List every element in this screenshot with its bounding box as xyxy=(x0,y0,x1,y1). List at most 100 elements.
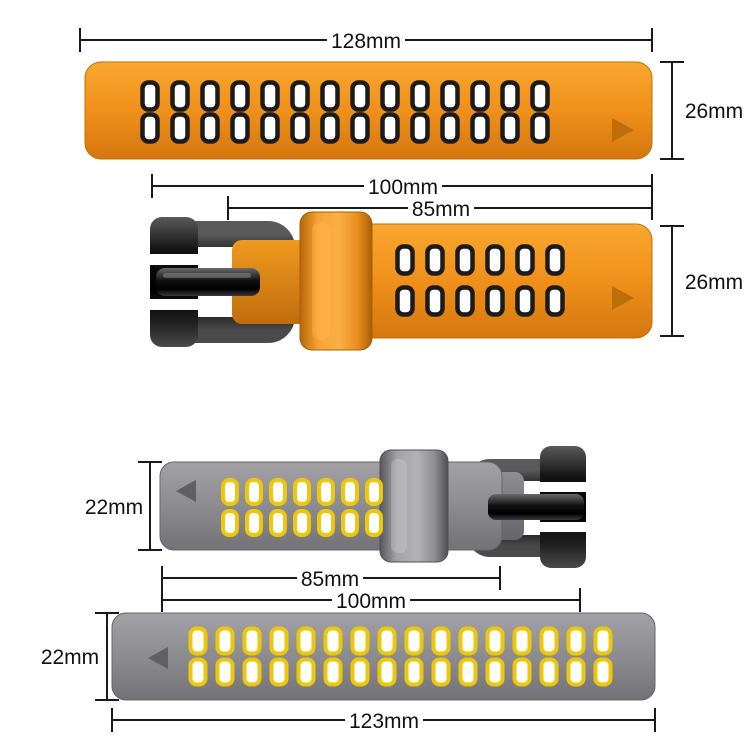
strap-hole xyxy=(260,80,280,112)
dim-strap2-height: 26mm xyxy=(660,225,743,337)
section-orange-long-strap: 128mm 26mm xyxy=(79,27,743,160)
buckle-prong xyxy=(156,268,260,296)
strap2-tail-through-buckle xyxy=(232,240,318,324)
dim-strap2-outer-width: 100mm xyxy=(151,173,653,199)
dim-label-strap4-width: 123mm xyxy=(349,710,419,733)
strap-hole xyxy=(320,80,340,112)
strap-hole xyxy=(566,626,586,656)
strap-hole xyxy=(485,285,505,317)
strap-hole xyxy=(425,285,445,317)
strap-hole xyxy=(545,285,565,317)
strap-hole xyxy=(440,112,460,144)
dim-label-strap3-height: 22mm xyxy=(85,496,143,519)
strap4-arrow-marker-icon xyxy=(148,647,168,669)
dim-label-strap2-height: 26mm xyxy=(685,271,743,294)
strap-hole xyxy=(380,80,400,112)
strap-hole xyxy=(200,80,220,112)
strap-hole xyxy=(377,657,397,687)
strap-hole xyxy=(188,626,208,656)
dim-label-background xyxy=(364,173,442,199)
dim-label-strap3-outer: 100mm xyxy=(336,590,406,613)
strap-hole xyxy=(350,80,370,112)
strap1-hole-grid xyxy=(140,80,550,144)
strap-hole xyxy=(320,112,340,144)
strap-hole xyxy=(350,112,370,144)
strap-hole xyxy=(566,657,586,687)
strap3-hole-grid xyxy=(221,478,383,537)
strap-hole xyxy=(395,285,415,317)
strap-hole xyxy=(140,80,160,112)
section-gray-buckle-strap: 22mm 85mm 100mm xyxy=(85,446,590,613)
strap-hole xyxy=(323,657,343,687)
dim-label-background xyxy=(297,565,363,591)
strap-hole xyxy=(215,657,235,687)
strap-hole xyxy=(545,244,565,276)
dim-strap3-outer-width: 100mm xyxy=(161,587,581,613)
strap-hole xyxy=(440,80,460,112)
strap-hole xyxy=(395,244,415,276)
strap-hole xyxy=(323,626,343,656)
dim-strap4-height: 22mm xyxy=(41,612,119,701)
dim-label-strap2-inner: 85mm xyxy=(412,198,470,221)
dim-strap1-width: 128mm xyxy=(79,27,653,53)
strap-hole xyxy=(245,509,263,537)
dim-label-strap4-height: 22mm xyxy=(41,646,99,669)
orange-long-strap-body xyxy=(84,61,653,160)
strap-hole xyxy=(200,112,220,144)
buckle-bar-notch xyxy=(536,522,590,532)
strap-hole xyxy=(500,80,520,112)
section-gray-long-strap: 22mm 123mm xyxy=(41,612,656,733)
buckle-bar-notch xyxy=(536,482,590,492)
dim-strap1-height: 26mm xyxy=(660,61,743,160)
dim-label-background xyxy=(408,195,474,221)
strap-hole xyxy=(230,112,250,144)
strap-hole xyxy=(170,112,190,144)
dim-label-background xyxy=(345,707,423,733)
dim-label-strap1-width: 128mm xyxy=(331,30,401,53)
strap-hole xyxy=(539,657,559,687)
dim-strap3-height: 22mm xyxy=(85,461,162,551)
strap-hole xyxy=(530,80,550,112)
strap-hole xyxy=(269,626,289,656)
strap2-keeper-loop xyxy=(299,211,373,351)
strap-hole xyxy=(431,657,451,687)
strap-hole xyxy=(530,112,550,144)
strap-hole xyxy=(188,657,208,687)
strap4-hole-grid xyxy=(188,626,613,687)
strap-hole xyxy=(410,112,430,144)
strap-hole xyxy=(350,657,370,687)
strap-hole xyxy=(317,478,335,506)
strap-hole xyxy=(455,244,475,276)
strap-hole xyxy=(269,478,287,506)
keeper-highlight xyxy=(391,459,407,553)
strap-hole xyxy=(458,657,478,687)
gray-buckle-strap-body xyxy=(159,461,503,551)
strap-hole xyxy=(512,657,532,687)
strap-hole xyxy=(539,626,559,656)
gray-long-strap-body xyxy=(111,612,656,701)
strap-hole xyxy=(458,626,478,656)
strap-hole xyxy=(296,626,316,656)
strap-hole xyxy=(431,626,451,656)
strap-hole xyxy=(221,509,239,537)
strap-hole xyxy=(293,509,311,537)
strap-hole xyxy=(350,626,370,656)
keeper-highlight xyxy=(312,222,330,340)
strap-hole xyxy=(269,509,287,537)
section-orange-buckle-strap: 100mm 85mm 26mm xyxy=(147,173,743,351)
strap-hole xyxy=(293,478,311,506)
strap-hole xyxy=(485,657,505,687)
strap3-keeper-loop xyxy=(379,449,449,563)
strap-hole xyxy=(377,626,397,656)
dim-label-background xyxy=(327,27,405,53)
strap1-arrow-marker-icon xyxy=(612,118,634,142)
dim-label-strap3-inner: 85mm xyxy=(301,568,359,591)
buckle-bar-notch xyxy=(147,299,201,310)
strap-hole xyxy=(485,244,505,276)
strap-hole xyxy=(593,626,613,656)
strap-hole xyxy=(245,478,263,506)
strap-hole xyxy=(512,626,532,656)
dim-label-strap1-height: 26mm xyxy=(685,100,743,123)
strap-hole xyxy=(470,112,490,144)
